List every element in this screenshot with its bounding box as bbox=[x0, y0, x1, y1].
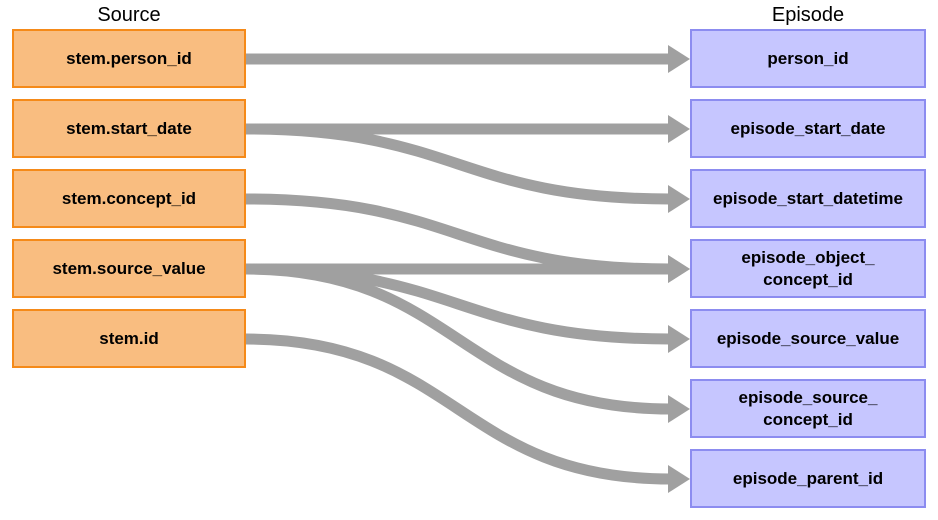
mapping-arrow-4-to-6 bbox=[245, 333, 671, 485]
source-field-id: stem.id bbox=[12, 309, 246, 368]
arrow-head-4-to-6 bbox=[668, 465, 690, 493]
target-field-episode-start-datetime: episode_start_datetime bbox=[690, 169, 926, 228]
arrow-head-3-to-5 bbox=[668, 395, 690, 423]
target-column-title: Episode bbox=[771, 4, 845, 26]
target-field-episode-source-concept-id: episode_source_ concept_id bbox=[690, 379, 926, 438]
target-field-person-id: person_id bbox=[690, 29, 926, 88]
source-field-start-date: stem.start_date bbox=[12, 99, 246, 158]
arrow-head-1-to-1 bbox=[668, 115, 690, 143]
target-field-episode-object-concept-id: episode_object_ concept_id bbox=[690, 239, 926, 298]
source-column-title: Source bbox=[97, 4, 161, 26]
arrow-head-3-to-4 bbox=[668, 325, 690, 353]
arrow-head-1-to-2 bbox=[668, 185, 690, 213]
mapping-arrow-2-to-3 bbox=[245, 193, 671, 275]
source-field-source-value: stem.source_value bbox=[12, 239, 246, 298]
target-field-episode-start-date: episode_start_date bbox=[690, 99, 926, 158]
arrow-head-0-to-0 bbox=[668, 45, 690, 73]
source-field-person-id: stem.person_id bbox=[12, 29, 246, 88]
target-field-episode-parent-id: episode_parent_id bbox=[690, 449, 926, 508]
mapping-arrow-3-to-5 bbox=[245, 263, 671, 415]
arrow-head-3-to-3 bbox=[668, 255, 690, 283]
source-field-concept-id: stem.concept_id bbox=[12, 169, 246, 228]
target-field-episode-source-value: episode_source_value bbox=[690, 309, 926, 368]
mapping-arrow-1-to-2 bbox=[245, 123, 671, 205]
